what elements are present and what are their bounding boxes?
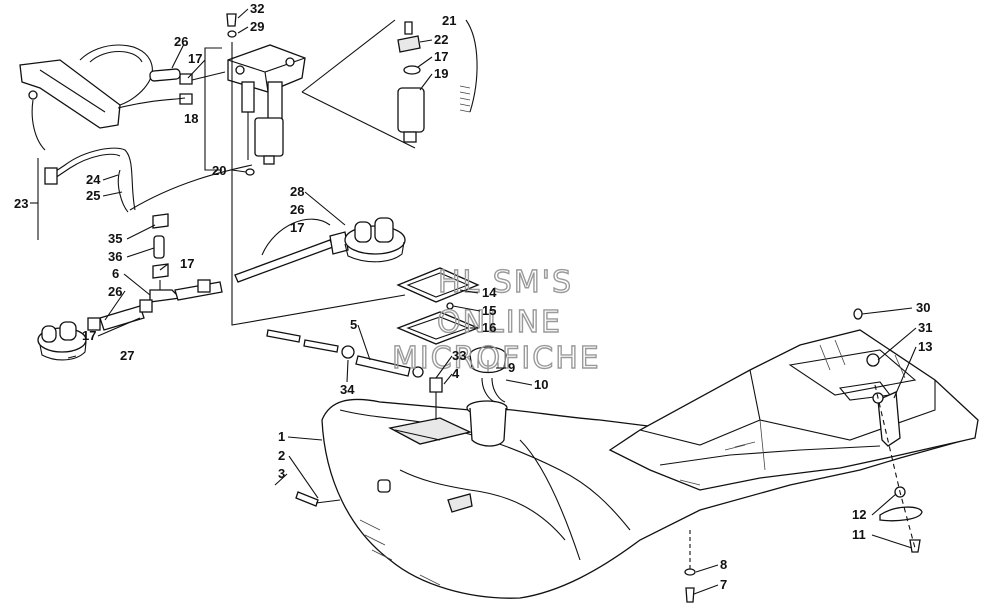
bottom-fasteners — [684, 530, 696, 603]
fuel-pump-detail — [301, 19, 478, 149]
watermark-line-1: HL SM'S — [438, 265, 573, 300]
plate-12 — [879, 486, 923, 553]
callout-25: 25 — [86, 188, 100, 203]
pump-clamps — [179, 71, 226, 105]
callout-3: 3 — [278, 466, 285, 481]
callout-28: 28 — [290, 184, 304, 199]
callout-31: 31 — [918, 320, 932, 335]
callout-17: 17 — [188, 51, 202, 66]
callout-26: 26 — [174, 34, 188, 49]
callout-7: 7 — [720, 577, 727, 592]
callout-4: 4 — [452, 366, 460, 381]
callout-11: 11 — [852, 527, 866, 542]
callout-10: 10 — [534, 377, 548, 392]
callout-17: 17 — [434, 49, 448, 64]
callout-leaders — [30, 8, 917, 595]
watermark-line-3: MICROFICHE — [392, 341, 601, 376]
rear-storage-base — [608, 329, 979, 491]
callout-17: 17 — [180, 256, 194, 271]
bracket-13 — [853, 308, 901, 447]
callout-19: 19 — [434, 66, 448, 81]
callout-32: 32 — [250, 1, 264, 16]
callout-21: 21 — [442, 13, 456, 28]
callout-29: 29 — [250, 19, 264, 34]
callout-14: 14 — [482, 285, 497, 300]
callout-16: 16 — [482, 320, 496, 335]
callout-17: 17 — [82, 328, 96, 343]
callout-5: 5 — [350, 317, 357, 332]
fuel-pump-assembly — [226, 13, 306, 176]
callout-24: 24 — [86, 172, 101, 187]
callout-36: 36 — [108, 249, 122, 264]
callout-30: 30 — [916, 300, 930, 315]
callout-23: 23 — [14, 196, 28, 211]
callout-15: 15 — [482, 303, 496, 318]
callout-20: 20 — [212, 163, 226, 178]
callout-26: 26 — [290, 202, 304, 217]
callout-9: 9 — [508, 360, 515, 375]
watermark: HL SM'S ONLINE MICROFICHE — [391, 264, 601, 376]
callout-34: 34 — [340, 382, 355, 397]
wiring-harness — [37, 147, 136, 240]
callout-33: 33 — [452, 348, 466, 363]
callout-2: 2 — [278, 448, 285, 463]
callout-numbers: 32 29 26 17 18 20 21 22 17 19 23 24 25 2… — [14, 1, 932, 592]
callout-8: 8 — [720, 557, 727, 572]
callout-35: 35 — [108, 231, 122, 246]
callout-17: 17 — [290, 220, 304, 235]
callout-26: 26 — [108, 284, 122, 299]
callout-18: 18 — [184, 111, 198, 126]
callout-27: 27 — [120, 348, 134, 363]
callout-6: 6 — [112, 266, 119, 281]
callout-1: 1 — [278, 429, 285, 444]
fuel-rail — [19, 44, 186, 151]
callout-13: 13 — [918, 339, 932, 354]
gasket-14 — [396, 267, 480, 303]
tube-5 — [266, 329, 443, 420]
fuel-pickup-27 — [37, 321, 87, 361]
callout-22: 22 — [434, 32, 448, 47]
fuel-pickup-28 — [261, 217, 406, 263]
watermark-line-2: ONLINE — [437, 305, 562, 340]
callout-12: 12 — [852, 507, 866, 522]
drain-plug — [295, 491, 341, 507]
fuel-lines — [87, 213, 349, 331]
leader-brackets — [129, 42, 406, 326]
